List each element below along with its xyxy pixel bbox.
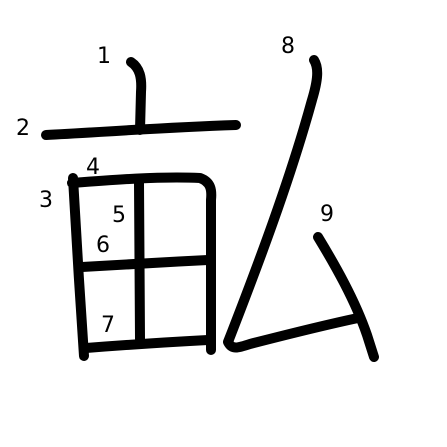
stroke-9 [313, 232, 379, 362]
stroke-number-4: 4 [86, 155, 100, 180]
stroke-number-6: 6 [96, 233, 110, 258]
stroke-number-1: 1 [97, 44, 111, 69]
stroke-8 [223, 55, 363, 353]
stroke-number-9: 9 [320, 202, 334, 227]
stroke-number-5: 5 [112, 203, 126, 228]
stroke-7 [81, 335, 213, 353]
stroke-1 [126, 57, 147, 135]
stroke-number-3: 3 [39, 188, 53, 213]
stroke-number-8: 8 [281, 34, 295, 59]
stroke-number-2: 2 [16, 116, 30, 141]
stroke-4 [67, 172, 217, 355]
stroke-2 [41, 120, 241, 140]
stroke-number-7: 7 [101, 313, 115, 338]
stroke-6 [77, 255, 213, 272]
